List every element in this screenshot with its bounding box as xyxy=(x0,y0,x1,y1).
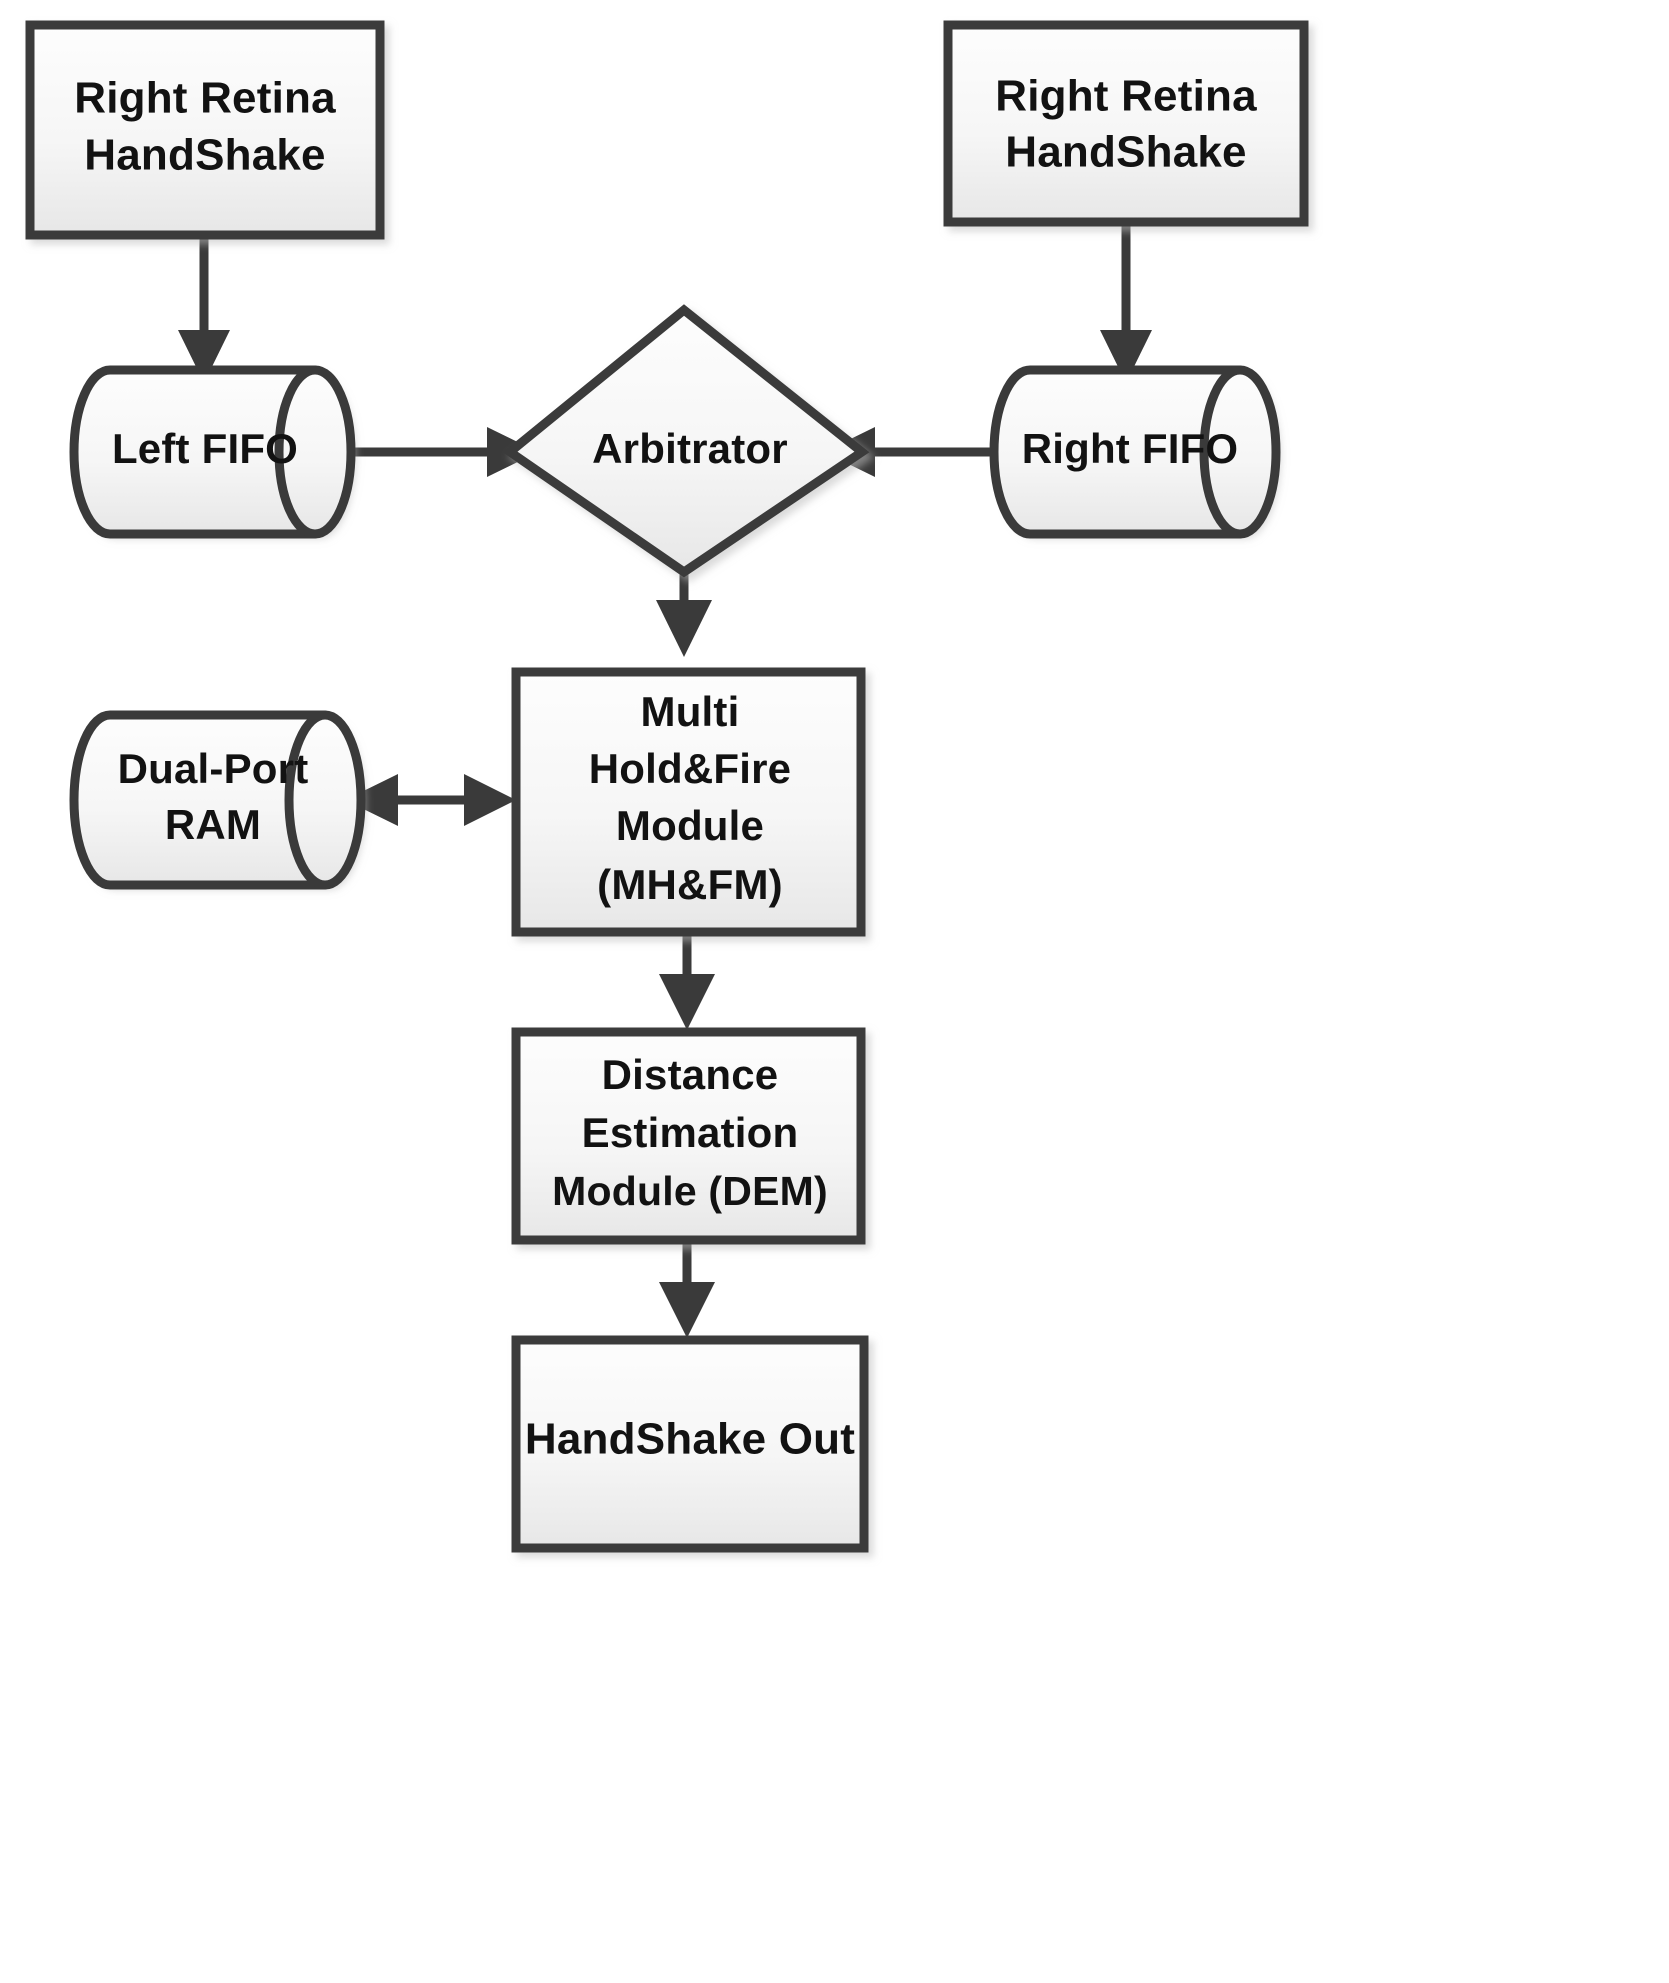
edge-mhfm-to-dem xyxy=(659,932,715,1030)
left-retina-handshake-label-line1: Right Retina xyxy=(74,74,336,123)
mhfm-label-line1: Multi xyxy=(641,688,740,735)
node-handshake-out[interactable]: HandShake Out xyxy=(511,1335,869,1553)
node-dual-port-ram[interactable]: Dual-Port RAM xyxy=(69,710,366,890)
edge-arbitrator-to-mhfm xyxy=(656,572,712,657)
dual-port-ram-label-line2: RAM xyxy=(165,801,261,848)
edge-right-handshake-to-right-fifo xyxy=(1100,222,1152,383)
left-fifo-label: Left FIFO xyxy=(112,425,298,472)
right-retina-handshake-label-line2: HandShake xyxy=(1005,128,1246,177)
node-right-retina-handshake[interactable]: Right Retina HandShake xyxy=(943,20,1309,227)
mhfm-label-line2: Hold&Fire xyxy=(589,745,791,792)
node-left-fifo[interactable]: Left FIFO xyxy=(69,365,356,539)
node-distance-estimation-module[interactable]: Distance Estimation Module (DEM) xyxy=(511,1027,866,1245)
dem-label-line2: Estimation xyxy=(582,1109,799,1156)
dem-label-line3: Module (DEM) xyxy=(552,1168,828,1214)
node-left-retina-handshake[interactable]: Right Retina HandShake xyxy=(25,20,385,240)
handshake-out-label: HandShake Out xyxy=(525,1415,855,1464)
right-fifo-label: Right FIFO xyxy=(1022,425,1239,472)
dem-label-line1: Distance xyxy=(602,1051,779,1098)
mhfm-label-line3: Module xyxy=(616,802,764,849)
edge-dem-to-handshake-out xyxy=(659,1240,715,1338)
edge-left-handshake-to-left-fifo xyxy=(178,235,230,383)
left-retina-handshake-label-line2: HandShake xyxy=(84,131,325,180)
node-right-fifo[interactable]: Right FIFO xyxy=(989,365,1281,539)
edge-ram-to-mhfm xyxy=(345,774,516,826)
mhfm-label-line4: (MH&FM) xyxy=(597,861,783,908)
dual-port-ram-label-line1: Dual-Port xyxy=(118,745,309,792)
node-multi-hold-fire-module[interactable]: Multi Hold&Fire Module (MH&FM) xyxy=(511,667,866,937)
node-arbitrator[interactable]: Arbitrator xyxy=(502,304,870,578)
arbitrator-label: Arbitrator xyxy=(592,425,788,472)
right-retina-handshake-label-line1: Right Retina xyxy=(995,72,1257,121)
